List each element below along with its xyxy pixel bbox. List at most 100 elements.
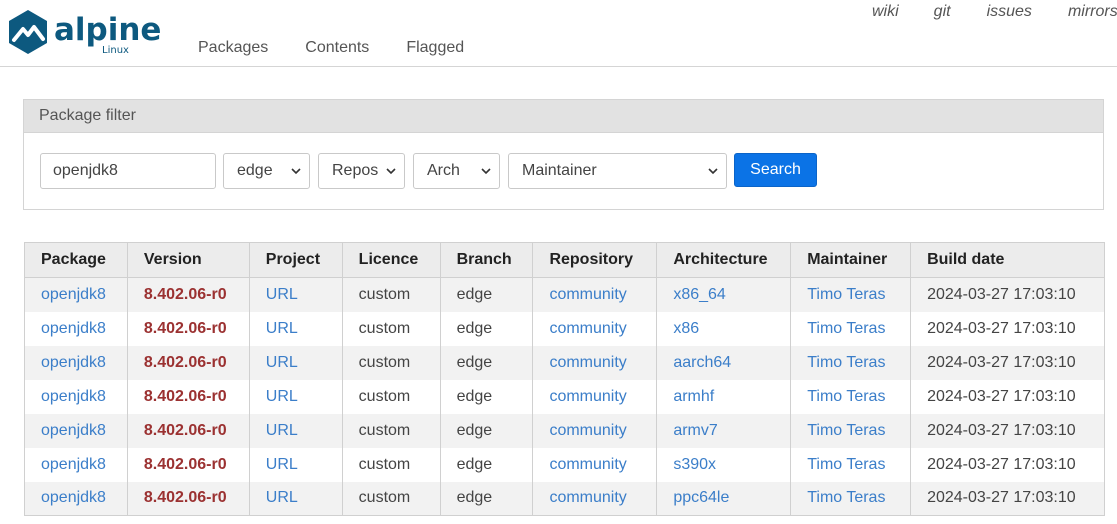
cell-project: URL bbox=[248, 379, 343, 414]
version-text: 8.402.06-r0 bbox=[143, 319, 227, 337]
table-row: openjdk8 8.402.06-r0 URL custom edge com… bbox=[24, 413, 1105, 448]
toplink-wiki[interactable]: wiki bbox=[872, 3, 899, 20]
project-url-link[interactable]: URL bbox=[265, 319, 298, 337]
project-url-link[interactable]: URL bbox=[265, 421, 298, 439]
nav-packages[interactable]: Packages bbox=[198, 39, 269, 56]
cell-licence: custom bbox=[341, 379, 441, 414]
cell-build-date: 2024-03-27 17:03:10 bbox=[910, 413, 1105, 448]
package-link[interactable]: openjdk8 bbox=[41, 421, 106, 439]
cell-branch: edge bbox=[439, 345, 534, 380]
repo-select[interactable]: Repos bbox=[318, 153, 405, 189]
table-row: openjdk8 8.402.06-r0 URL custom edge com… bbox=[24, 481, 1105, 516]
cell-maintainer: Timo Teras bbox=[790, 277, 912, 312]
version-text: 8.402.06-r0 bbox=[143, 353, 227, 371]
cell-repository: community bbox=[532, 311, 658, 346]
maintainer-link[interactable]: Timo Teras bbox=[807, 353, 886, 371]
package-link[interactable]: openjdk8 bbox=[41, 489, 106, 507]
project-url-link[interactable]: URL bbox=[265, 387, 298, 405]
alpine-logo[interactable]: alpine Linux bbox=[6, 8, 171, 58]
table-header-row: Package Version Project Licence Branch R… bbox=[24, 242, 1105, 278]
architecture-link[interactable]: armhf bbox=[673, 387, 715, 405]
cell-licence: custom bbox=[341, 311, 441, 346]
package-link[interactable]: openjdk8 bbox=[41, 319, 106, 337]
cell-project: URL bbox=[248, 311, 343, 346]
architecture-link[interactable]: x86_64 bbox=[673, 285, 726, 303]
repository-link[interactable]: community bbox=[549, 421, 627, 439]
cell-build-date: 2024-03-27 17:03:10 bbox=[910, 277, 1105, 312]
project-url-link[interactable]: URL bbox=[265, 489, 298, 507]
cell-licence: custom bbox=[341, 413, 441, 448]
table-row: openjdk8 8.402.06-r0 URL custom edge com… bbox=[24, 379, 1105, 414]
branch-select[interactable]: edge bbox=[223, 153, 310, 189]
version-text: 8.402.06-r0 bbox=[143, 421, 227, 439]
cell-version: 8.402.06-r0 bbox=[126, 413, 250, 448]
cell-project: URL bbox=[248, 481, 343, 516]
repository-link[interactable]: community bbox=[549, 455, 627, 473]
cell-branch: edge bbox=[439, 413, 534, 448]
maintainer-link[interactable]: Timo Teras bbox=[807, 489, 886, 507]
maintainer-link[interactable]: Timo Teras bbox=[807, 421, 886, 439]
cell-build-date: 2024-03-27 17:03:10 bbox=[910, 481, 1105, 516]
toplink-issues[interactable]: issues bbox=[986, 3, 1032, 20]
table-row: openjdk8 8.402.06-r0 URL custom edge com… bbox=[24, 345, 1105, 380]
repository-link[interactable]: community bbox=[549, 387, 627, 405]
cell-version: 8.402.06-r0 bbox=[126, 379, 250, 414]
cell-build-date: 2024-03-27 17:03:10 bbox=[910, 311, 1105, 346]
cell-branch: edge bbox=[439, 277, 534, 312]
architecture-link[interactable]: ppc64le bbox=[673, 489, 730, 507]
maintainer-link[interactable]: Timo Teras bbox=[807, 455, 886, 473]
header-package: Package bbox=[24, 242, 128, 278]
maintainer-link[interactable]: Timo Teras bbox=[807, 319, 886, 337]
nav-flagged[interactable]: Flagged bbox=[406, 39, 465, 56]
cell-maintainer: Timo Teras bbox=[790, 413, 912, 448]
cell-licence: custom bbox=[341, 345, 441, 380]
nav-contents[interactable]: Contents bbox=[305, 39, 370, 56]
architecture-link[interactable]: s390x bbox=[673, 455, 717, 473]
header-build-date: Build date bbox=[910, 242, 1105, 278]
main-nav: Packages Contents Flagged bbox=[198, 39, 501, 57]
version-text: 8.402.06-r0 bbox=[143, 285, 227, 303]
header-project: Project bbox=[248, 242, 343, 278]
cell-project: URL bbox=[248, 447, 343, 482]
cell-maintainer: Timo Teras bbox=[790, 379, 912, 414]
repository-link[interactable]: community bbox=[549, 319, 627, 337]
package-name-input[interactable] bbox=[40, 153, 216, 189]
architecture-link[interactable]: x86 bbox=[673, 319, 700, 337]
package-link[interactable]: openjdk8 bbox=[41, 387, 106, 405]
architecture-link[interactable]: aarch64 bbox=[673, 353, 732, 371]
repo-select-value: Repos bbox=[332, 162, 379, 179]
search-button[interactable]: Search bbox=[734, 153, 817, 187]
repository-link[interactable]: community bbox=[549, 489, 627, 507]
maintainer-link[interactable]: Timo Teras bbox=[807, 387, 886, 405]
cell-package: openjdk8 bbox=[24, 311, 128, 346]
project-url-link[interactable]: URL bbox=[265, 285, 298, 303]
header-architecture: Architecture bbox=[656, 242, 792, 278]
arch-select[interactable]: Arch bbox=[413, 153, 500, 189]
brand-sub: Linux bbox=[102, 45, 129, 56]
repository-link[interactable]: community bbox=[549, 285, 627, 303]
panel-title: Package filter bbox=[24, 100, 1103, 133]
toplink-git[interactable]: git bbox=[933, 3, 951, 20]
architecture-link[interactable]: armv7 bbox=[673, 421, 718, 439]
project-url-link[interactable]: URL bbox=[265, 455, 298, 473]
table-row: openjdk8 8.402.06-r0 URL custom edge com… bbox=[24, 311, 1105, 346]
project-url-link[interactable]: URL bbox=[265, 353, 298, 371]
cell-architecture: x86 bbox=[656, 311, 792, 346]
cell-package: openjdk8 bbox=[24, 447, 128, 482]
cell-repository: community bbox=[532, 345, 658, 380]
toplink-mirrors[interactable]: mirrors bbox=[1067, 3, 1117, 20]
version-text: 8.402.06-r0 bbox=[143, 387, 227, 405]
cell-repository: community bbox=[532, 481, 658, 516]
cell-repository: community bbox=[532, 413, 658, 448]
maintainer-link[interactable]: Timo Teras bbox=[807, 285, 886, 303]
package-link[interactable]: openjdk8 bbox=[41, 455, 106, 473]
cell-package: openjdk8 bbox=[24, 413, 128, 448]
maintainer-select[interactable]: Maintainer bbox=[508, 153, 727, 189]
package-link[interactable]: openjdk8 bbox=[41, 285, 106, 303]
repository-link[interactable]: community bbox=[549, 353, 627, 371]
package-link[interactable]: openjdk8 bbox=[41, 353, 106, 371]
header-repository: Repository bbox=[532, 242, 658, 278]
chevron-down-icon bbox=[708, 168, 718, 175]
header-licence: Licence bbox=[341, 242, 441, 278]
cell-package: openjdk8 bbox=[24, 345, 128, 380]
